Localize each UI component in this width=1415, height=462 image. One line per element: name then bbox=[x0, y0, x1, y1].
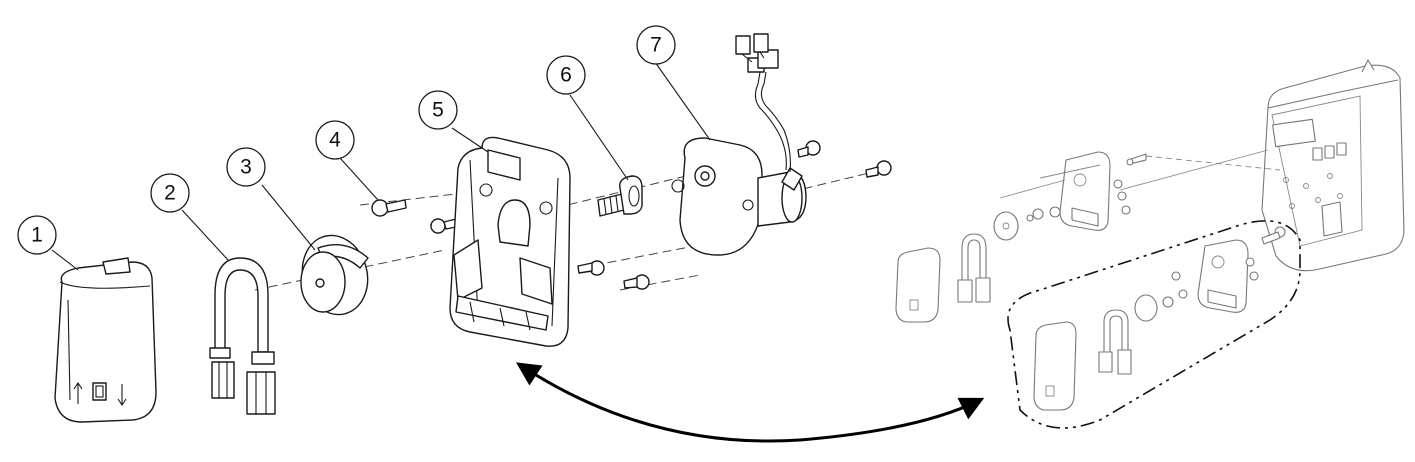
part-pump-cover bbox=[54, 257, 157, 423]
inset-full-assembly bbox=[895, 59, 1405, 429]
part-mounting-plate bbox=[449, 136, 571, 347]
callout-2-label: 2 bbox=[164, 182, 176, 205]
swap-double-arrow bbox=[515, 362, 985, 443]
part-gear-motor bbox=[671, 33, 807, 256]
callout-6: 6 bbox=[546, 55, 586, 95]
part-tube-assembly bbox=[209, 257, 276, 415]
group-boundary-dashdot bbox=[1007, 220, 1301, 429]
callout-3: 3 bbox=[226, 147, 266, 187]
callout-1-label: 1 bbox=[31, 224, 43, 247]
callout-7: 7 bbox=[636, 25, 676, 65]
part-shaft-coupler bbox=[597, 175, 643, 217]
part-screws bbox=[371, 140, 892, 290]
callout-5: 5 bbox=[418, 90, 458, 130]
callout-7-label: 7 bbox=[650, 34, 662, 57]
callout-4-label: 4 bbox=[329, 129, 341, 152]
callout-4: 4 bbox=[315, 120, 355, 160]
callout-1: 1 bbox=[17, 215, 57, 255]
part-rotor bbox=[300, 234, 369, 316]
callout-3-label: 3 bbox=[240, 156, 252, 179]
callout-leaders bbox=[51, 61, 711, 271]
callout-6-label: 6 bbox=[560, 64, 572, 87]
callout-5-label: 5 bbox=[432, 99, 444, 122]
callout-2: 2 bbox=[150, 173, 190, 213]
